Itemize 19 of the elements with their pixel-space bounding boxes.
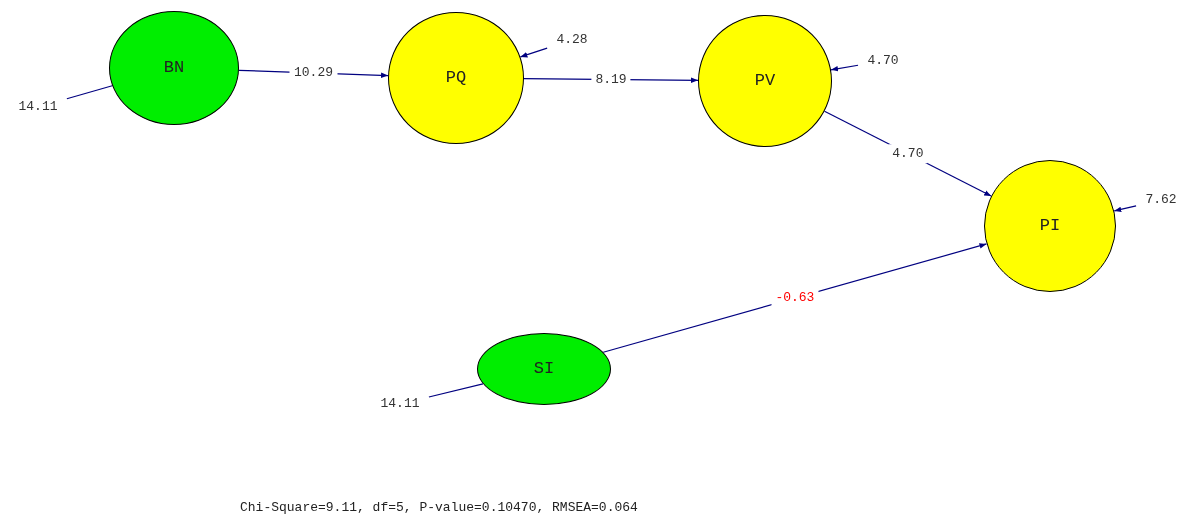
connector-line [428, 383, 484, 398]
value-label: 14.11 [374, 395, 426, 413]
edge-label: 4.70 [888, 143, 928, 164]
arrow [519, 47, 548, 58]
arrow [602, 243, 988, 353]
value-label: 14.11 [12, 98, 64, 116]
variable-name: PV [754, 70, 776, 93]
arrow [1113, 205, 1137, 213]
value-label: 4.70 [861, 52, 905, 70]
caption: Chi-Square=9.11, df=5, P-value=0.10470, RMSEA=0.064 [240, 499, 638, 516]
variable-name: BN [163, 57, 185, 80]
variable-name: PI [1039, 215, 1061, 238]
connector-line [66, 85, 113, 100]
arrow [830, 64, 859, 72]
variable-name: SI [533, 358, 555, 381]
edge-label: -0.63 [771, 288, 819, 308]
value-label: 4.28 [550, 31, 594, 49]
variable-name: PQ [445, 67, 467, 90]
value-label: 7.62 [1139, 191, 1183, 209]
